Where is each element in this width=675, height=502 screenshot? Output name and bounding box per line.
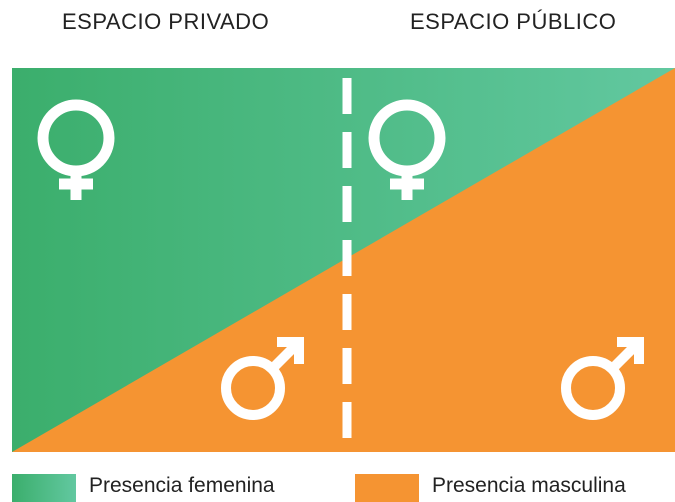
male-symbol-icon xyxy=(221,337,304,420)
male-legend-label: Presencia masculina xyxy=(432,474,626,497)
female-legend-label: Presencia femenina xyxy=(89,474,275,497)
male-symbol-icon xyxy=(561,337,644,420)
presence-diagram xyxy=(12,68,675,452)
female-symbol-icon xyxy=(368,99,446,200)
male-legend-swatch xyxy=(355,474,419,502)
female-legend-swatch xyxy=(12,474,76,502)
private-space-label: ESPACIO PRIVADO xyxy=(62,9,270,34)
public-space-label: ESPACIO PÚBLICO xyxy=(410,9,617,34)
female-symbol-icon xyxy=(37,99,115,200)
